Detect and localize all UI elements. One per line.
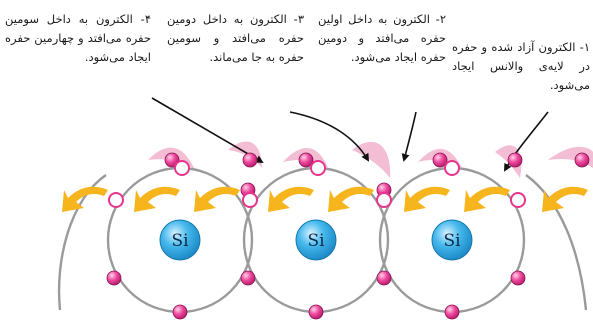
pointer-step-3 [289, 111, 370, 162]
pointer-step-1 [504, 111, 549, 172]
hole [242, 192, 258, 208]
si-nucleus-1 [159, 219, 201, 261]
si-nucleus-2 [295, 219, 337, 261]
electron [308, 304, 324, 320]
electron-trails [148, 141, 593, 178]
caption-step-2: ۲- الکترون به داخل اولین حفره می‌افتد و … [318, 12, 446, 64]
orbit-left-partial [57, 174, 107, 311]
si-label-2: Si [307, 231, 325, 251]
arrow-3 [194, 186, 240, 212]
electron [240, 270, 256, 286]
holes [108, 160, 526, 208]
electron [106, 270, 122, 286]
caption-pointers [151, 97, 549, 172]
electron [444, 304, 460, 320]
arrow-8 [542, 186, 588, 212]
arrow-5 [328, 186, 374, 212]
electron-motion-arrows [62, 186, 588, 212]
electron [510, 270, 526, 286]
arrow-7 [464, 186, 510, 212]
electron [242, 152, 258, 168]
electron [376, 270, 392, 286]
hole [108, 192, 124, 208]
silicon-nuclei: Si Si Si [159, 219, 473, 261]
electrons [106, 152, 590, 320]
hole [174, 160, 190, 176]
electron [432, 152, 448, 168]
arrow-2 [134, 186, 180, 212]
caption-step-4: ۴- الکترون به داخل سومین حفره می‌افتد و … [5, 12, 151, 64]
hole [444, 160, 460, 176]
orbit-right-partial [525, 174, 588, 311]
caption-step-1: ۱- الکترون آزاد شده و حفره در لایه‌ی وال… [452, 40, 590, 92]
electron [574, 152, 590, 168]
arrow-1 [62, 186, 108, 212]
arrow-4 [268, 186, 314, 212]
electron [172, 304, 188, 320]
hole [310, 160, 326, 176]
si-label-1: Si [171, 231, 189, 251]
electron [298, 152, 314, 168]
si-label-3: Si [443, 231, 461, 251]
arrow-6 [404, 186, 450, 212]
pointer-step-4 [151, 97, 264, 164]
hole [376, 192, 392, 208]
caption-step-3: ۳- الکترون به داخل دومین حفره می‌افتد و … [167, 12, 304, 64]
electron [507, 152, 523, 168]
pointer-step-2 [401, 111, 417, 162]
si-nucleus-3 [431, 219, 473, 261]
hole [510, 192, 526, 208]
